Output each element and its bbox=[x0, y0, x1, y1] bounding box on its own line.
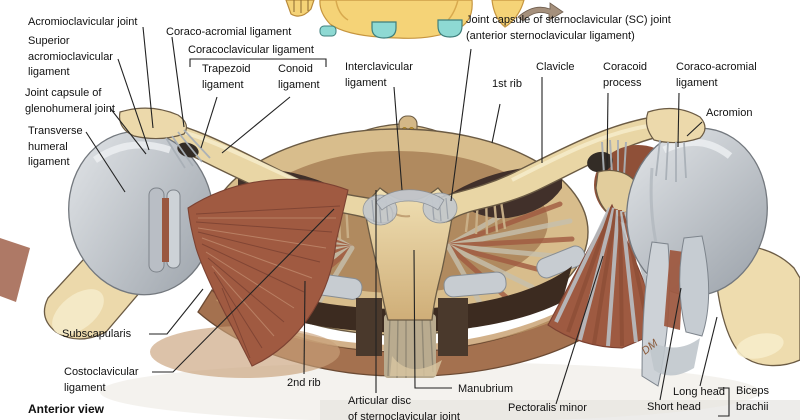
rotation-arrow-icon bbox=[517, 2, 564, 22]
leader-lines bbox=[85, 26, 730, 417]
label-coraco-acromial-ligament-left: Coraco-acromial ligament bbox=[166, 26, 292, 38]
interclavicular-ligament-band bbox=[375, 189, 445, 211]
label-subscapularis: Subscapularis bbox=[62, 328, 132, 340]
label-sc-joint-capsule: Joint capsule of sternoclavicular (SC) j… bbox=[466, 14, 671, 42]
left-shoulder bbox=[43, 107, 349, 378]
orientation-inset bbox=[285, 0, 564, 39]
label-biceps-brachii: Biceps brachii bbox=[736, 385, 770, 413]
caption-anterior-view: Anterior view bbox=[28, 402, 105, 416]
label-costoclavicular-ligament: Costoclavicular ligament bbox=[64, 366, 139, 394]
label-pectoralis-minor: Pectoralis minor bbox=[508, 402, 587, 414]
coracoclavicular-fibres bbox=[601, 139, 627, 177]
label-joint-capsule-glenohumeral: Joint capsule of glenohumeral joint bbox=[25, 87, 115, 115]
label-coracoclavicular-ligament: Coracoclavicular ligament bbox=[188, 44, 314, 56]
label-long-head: Long head bbox=[673, 386, 725, 398]
label-manubrium: Manubrium bbox=[458, 383, 514, 395]
label-coracoid-process: Coracoid process bbox=[603, 61, 648, 89]
label-second-rib: 2nd rib bbox=[287, 377, 321, 389]
coracoclavicular-bracket bbox=[189, 58, 327, 67]
right-shoulder bbox=[547, 107, 800, 387]
label-clavicle: Clavicle bbox=[536, 61, 575, 73]
right-acromion bbox=[645, 107, 706, 144]
subscapularis-muscle bbox=[187, 178, 349, 367]
label-superior-acromioclavicular-ligament: Superior acromioclavicular ligament bbox=[28, 35, 113, 78]
right-coraco-acromial-fibres bbox=[655, 139, 687, 182]
label-acromion: Acromion bbox=[706, 107, 753, 119]
label-articular-disc: Articular disc of sternoclavicular joint bbox=[348, 395, 460, 420]
label-first-rib: 1st rib bbox=[492, 78, 522, 90]
left-biceps-tendon-gap bbox=[162, 198, 169, 262]
label-interclavicular-ligament: Interclavicular ligament bbox=[345, 61, 413, 89]
left-edge-muscle bbox=[0, 238, 30, 302]
biceps-long-head-tendon bbox=[679, 235, 710, 337]
label-conoid-ligament: Conoid ligament bbox=[278, 63, 320, 91]
label-acromioclavicular-joint: Acromioclavicular joint bbox=[28, 16, 138, 28]
label-coraco-acromial-ligament-right: Coraco-acromial ligament bbox=[676, 61, 757, 89]
label-short-head: Short head bbox=[647, 401, 701, 413]
left-coraco-acromial-fibres bbox=[165, 129, 211, 169]
label-trapezoid-ligament: Trapezoid ligament bbox=[202, 63, 251, 91]
sc-joint-capsules bbox=[362, 189, 458, 226]
label-transverse-humeral-ligament: Transverse humeral ligament bbox=[28, 125, 83, 168]
biceps-bracket bbox=[718, 387, 730, 417]
